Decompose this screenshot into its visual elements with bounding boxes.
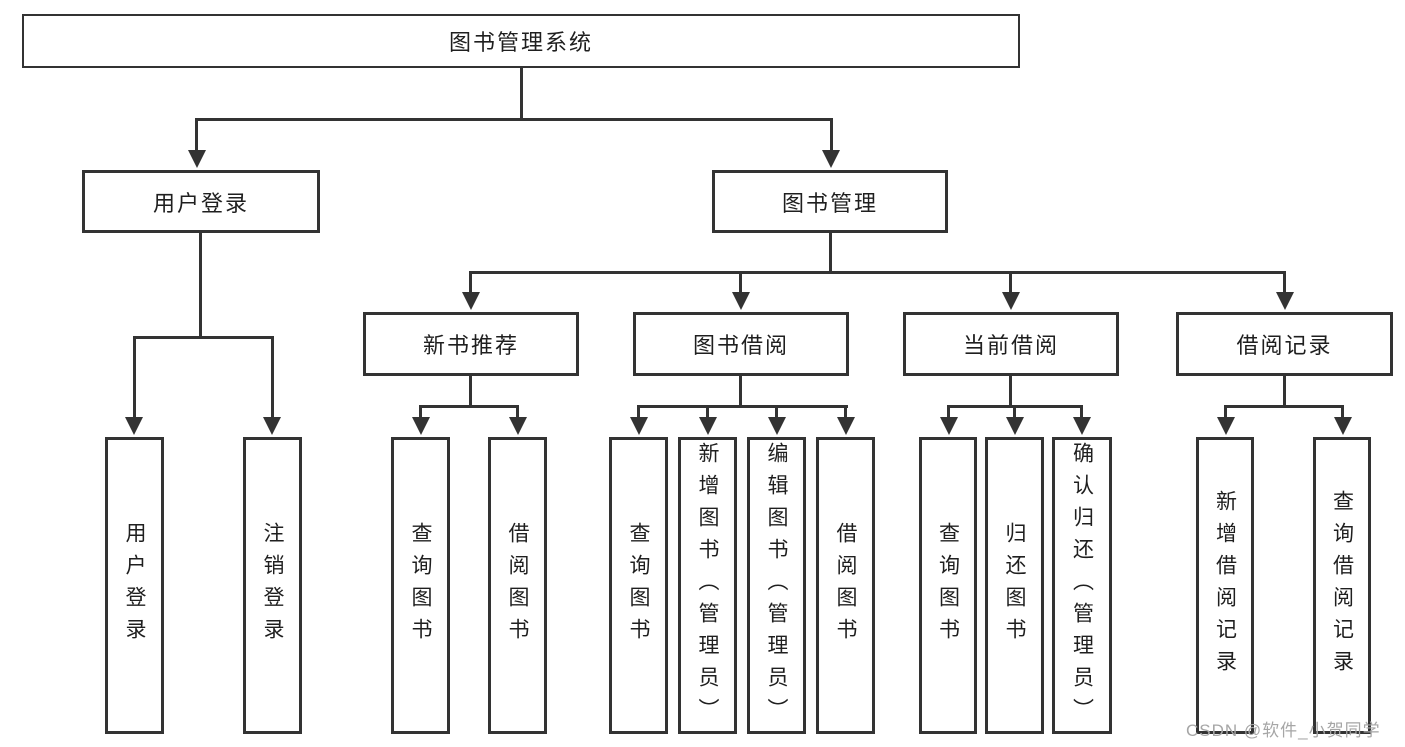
edge-login-arrow2-shaft [271,336,274,417]
edge-borrow-arrow2-head [699,417,717,435]
edge-borrow-arrow3-shaft [775,405,778,417]
node-book-manage: 图书管理 [712,170,948,233]
edge-root-arrow-right-head [822,150,840,168]
node-new-book-recommend: 新书推荐 [363,312,579,376]
leaf-borrow-edit-book-admin: 编辑图书（管理员） [747,437,806,734]
edge-current-arrow1-shaft [947,405,950,417]
edge-recommend-arrow1-head [412,417,430,435]
edge-manage-hline [469,271,1286,274]
edge-manage-arrow1-shaft [469,271,472,292]
edge-root-arrow-left-shaft [195,118,198,152]
leaf-current-confirm-return-admin: 确认归还（管理员） [1052,437,1112,734]
edge-manage-arrow4-shaft [1283,271,1286,292]
leaf-current-return-book: 归还图书 [985,437,1044,734]
leaf-recommend-query-book: 查询图书 [391,437,450,734]
leaf-recommend-borrow-book: 借阅图书 [488,437,547,734]
node-borrow-records: 借阅记录 [1176,312,1393,376]
leaf-user-login: 用户登录 [105,437,164,734]
edge-login-hline [133,336,274,339]
edge-login-arrow2-head [263,417,281,435]
edge-records-hline [1224,405,1344,408]
edge-manage-arrow3-shaft [1009,271,1012,292]
edge-borrow-hline [637,405,848,408]
edge-manage-arrow1-head [462,292,480,310]
leaf-records-add-record: 新增借阅记录 [1196,437,1254,734]
edge-records-vline [1283,376,1286,408]
edge-login-vline [199,233,202,336]
edge-current-arrow2-shaft [1013,405,1016,417]
edge-recommend-arrow2-head [509,417,527,435]
leaf-borrow-query-book: 查询图书 [609,437,668,734]
edge-borrow-arrow1-shaft [637,405,640,417]
edge-current-vline [1009,376,1012,408]
csdn-watermark: CSDN @软件_小贺同学 [1186,721,1381,740]
edge-borrow-arrow2-shaft [706,405,709,417]
edge-root-arrow-right-shaft [830,118,833,152]
edge-manage-vline [829,233,832,273]
edge-root-hline [195,118,833,121]
edge-recommend-arrow2-shaft [516,405,519,417]
edge-borrow-arrow4-shaft [844,405,847,417]
leaf-logout: 注销登录 [243,437,302,734]
edge-recommend-hline [419,405,519,408]
edge-records-arrow1-shaft [1224,405,1227,417]
edge-manage-arrow3-head [1002,292,1020,310]
leaf-borrow-add-book-admin: 新增图书（管理员） [678,437,737,734]
edge-root-vline [520,66,523,120]
edge-manage-arrow2-shaft [739,271,742,292]
node-book-borrow: 图书借阅 [633,312,849,376]
edge-current-arrow3-shaft [1080,405,1083,417]
edge-borrow-arrow3-head [768,417,786,435]
edge-borrow-arrow1-head [630,417,648,435]
edge-borrow-arrow4-head [837,417,855,435]
edge-current-arrow1-head [940,417,958,435]
node-current-borrow: 当前借阅 [903,312,1119,376]
edge-manage-arrow2-head [732,292,750,310]
edge-current-arrow2-head [1006,417,1024,435]
edge-root-arrow-left-head [188,150,206,168]
edge-recommend-arrow1-shaft [419,405,422,417]
edge-recommend-vline [469,376,472,408]
leaf-current-query-book: 查询图书 [919,437,977,734]
edge-manage-arrow4-head [1276,292,1294,310]
edge-records-arrow2-shaft [1341,405,1344,417]
edge-borrow-vline [739,376,742,408]
edge-login-arrow1-head [125,417,143,435]
node-root: 图书管理系统 [22,14,1020,68]
edge-current-arrow3-head [1073,417,1091,435]
node-user-login: 用户登录 [82,170,320,233]
leaf-borrow-borrow-book: 借阅图书 [816,437,875,734]
edge-records-arrow2-head [1334,417,1352,435]
edge-login-arrow1-shaft [133,336,136,417]
edge-records-arrow1-head [1217,417,1235,435]
leaf-records-query-record: 查询借阅记录 [1313,437,1371,734]
